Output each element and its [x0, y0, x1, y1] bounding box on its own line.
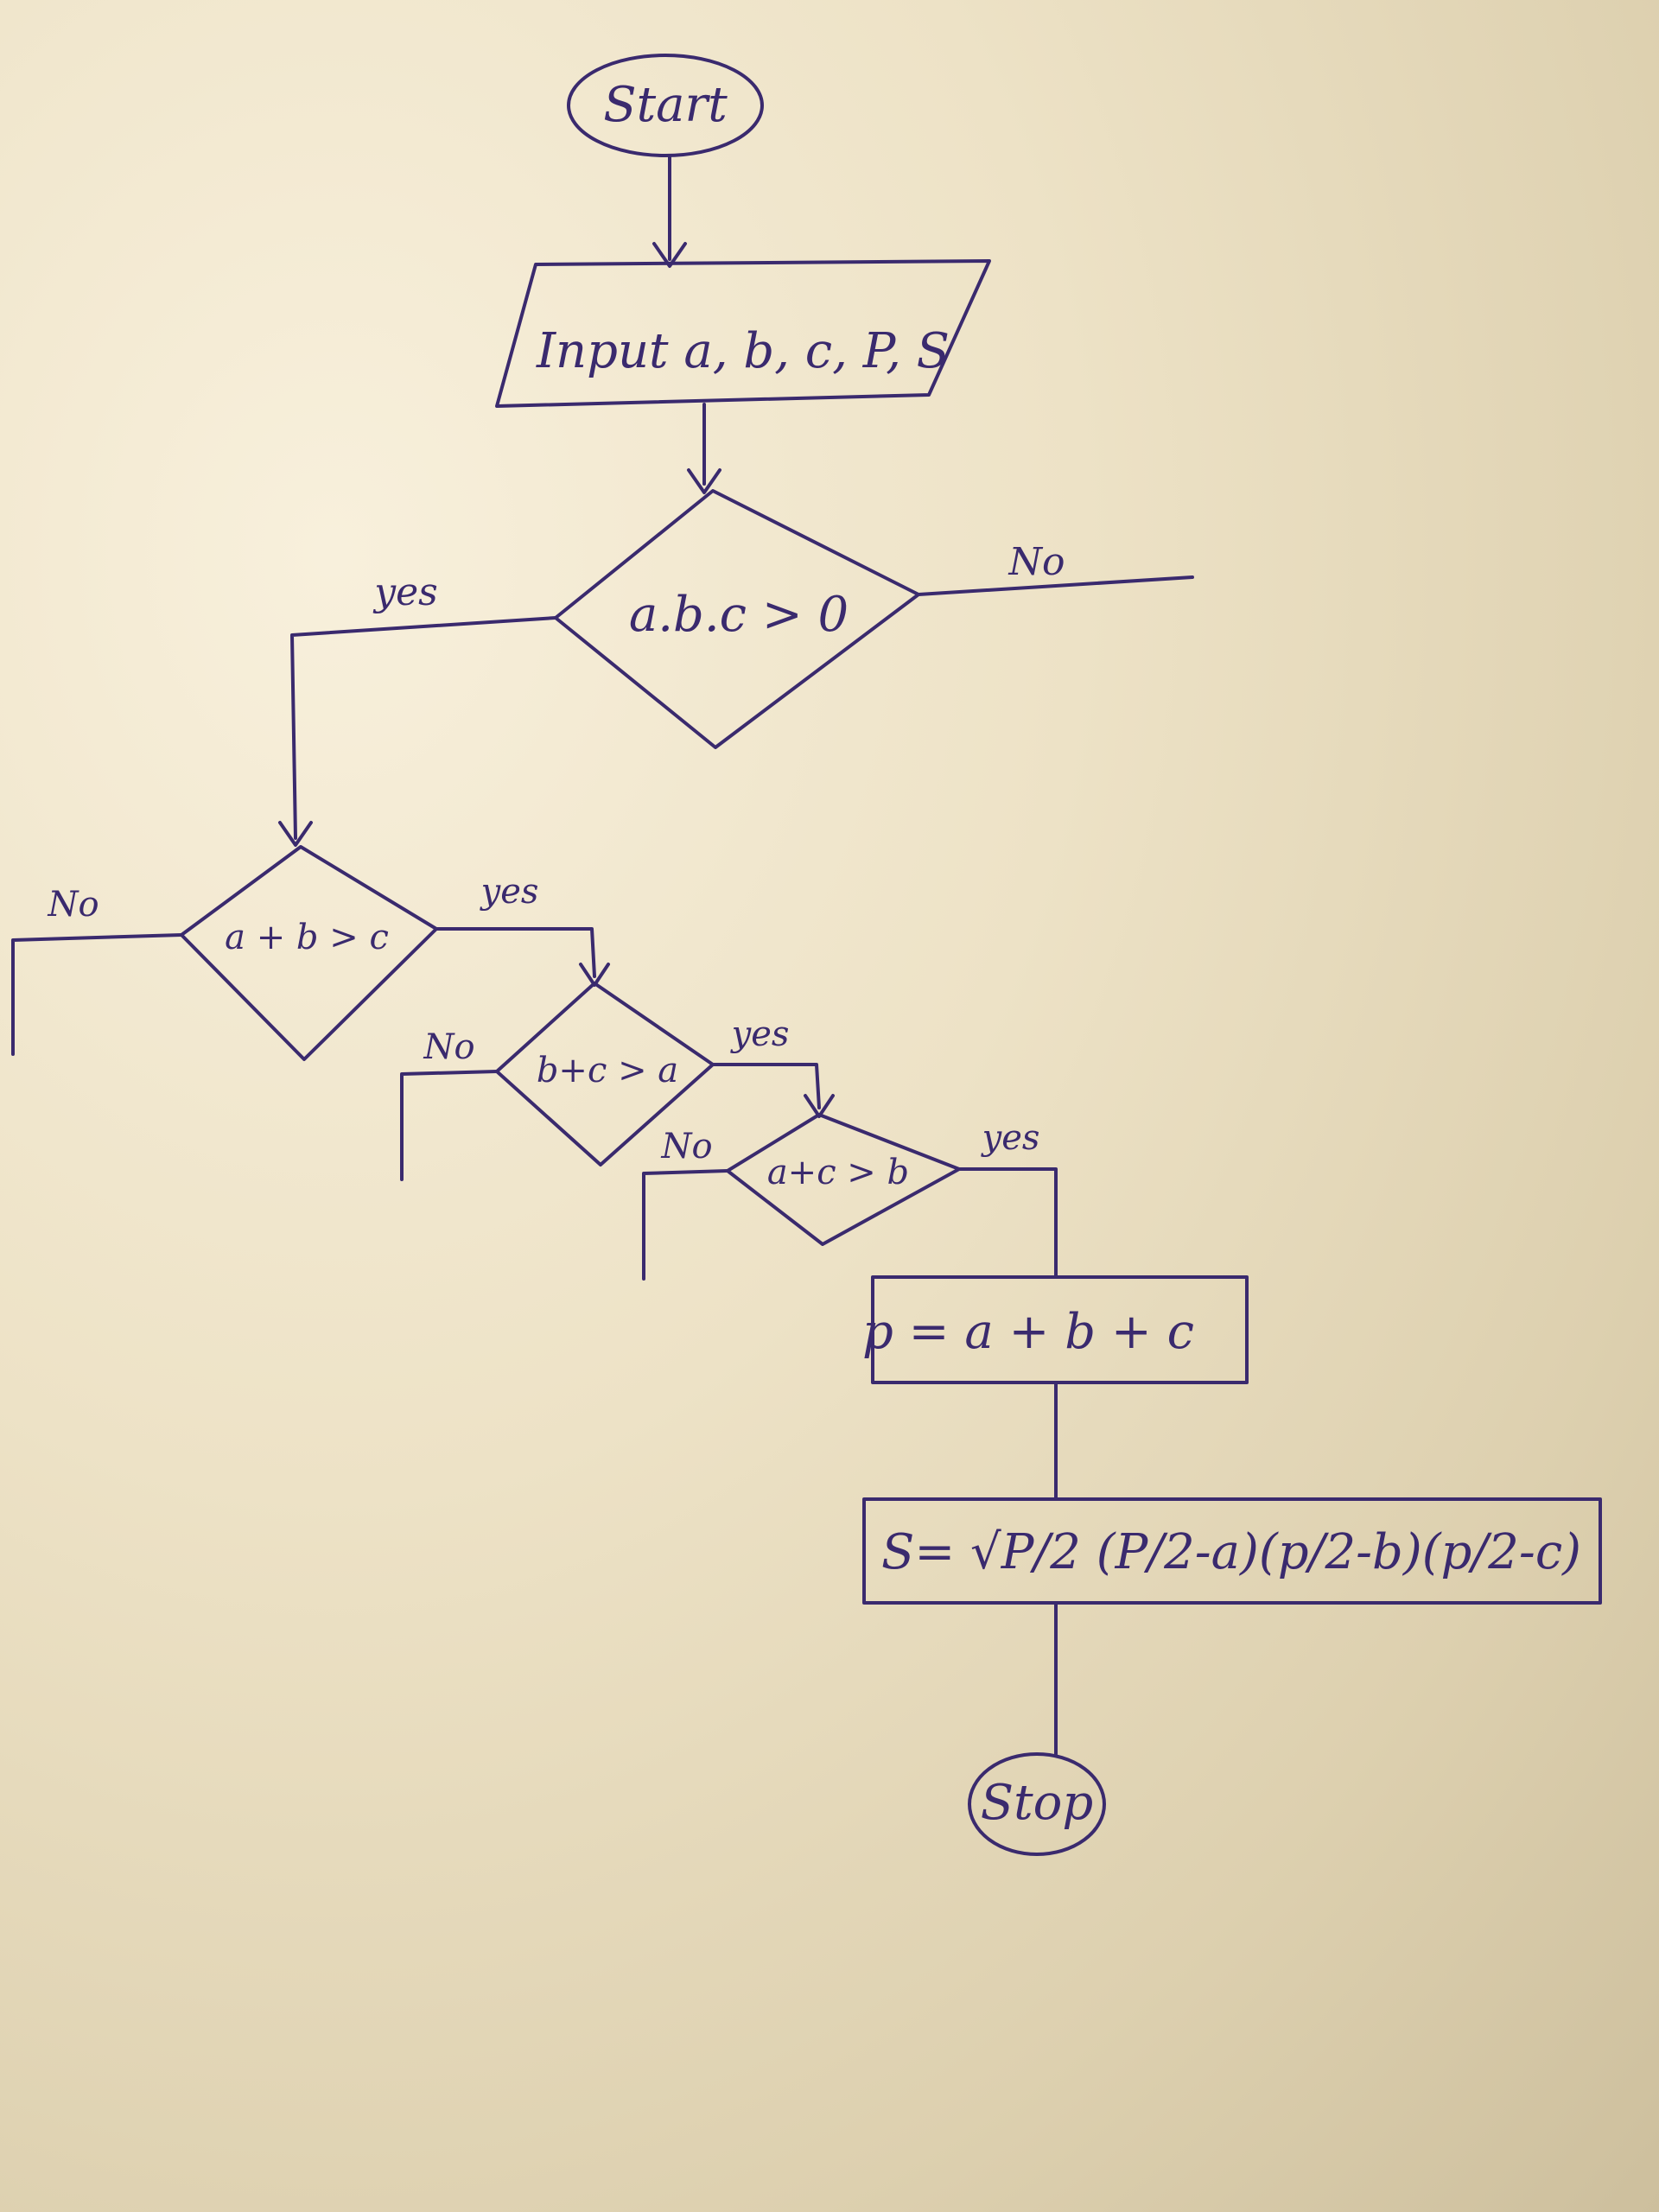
decision-ac-label: a+c > b: [767, 1153, 909, 1192]
connector-bc-yes: [711, 1063, 821, 1109]
branch-ac-yes: yes: [981, 1118, 1040, 1158]
branch-ac-no: No: [660, 1127, 712, 1166]
branch-bc-no: No: [423, 1027, 474, 1067]
start-node: Start: [567, 54, 764, 157]
connector-positive-yes: [290, 616, 557, 840]
process-p-label: p = a + b + c: [862, 1304, 1194, 1360]
branch-positive-yes: yes: [372, 570, 437, 614]
connector-positive-no: [917, 575, 1194, 596]
decision-positive-label: a.b.c > 0: [629, 587, 849, 643]
branch-positive-no: No: [1008, 540, 1065, 584]
input-node: Input a, b, c, P, S: [495, 259, 991, 408]
stop-label: Stop: [981, 1775, 1093, 1831]
decision-ab-node: a + b > c: [180, 845, 438, 1061]
connector-ab-no: [11, 933, 183, 1056]
process-s-node: S= √P/2 (P/2-a)(p/2-b)(p/2-c): [862, 1497, 1602, 1605]
process-s-label: S= √P/2 (P/2-a)(p/2-b)(p/2-c): [881, 1524, 1581, 1580]
input-label: Input a, b, c, P, S: [536, 323, 950, 379]
decision-bc-node: b+c > a: [495, 982, 715, 1166]
branch-ab-yes: yes: [480, 872, 539, 912]
branch-bc-yes: yes: [730, 1014, 790, 1054]
start-label: Start: [603, 77, 728, 133]
arrowhead-input-decision: [687, 468, 721, 494]
stop-node: Stop: [968, 1752, 1106, 1856]
arrowhead-start-input: [652, 242, 687, 268]
decision-bc-label: b+c > a: [537, 1051, 678, 1090]
arrowhead-positive-yes: [278, 821, 313, 847]
decision-ab-label: a + b > c: [225, 918, 389, 957]
connector-ab-yes: [435, 927, 596, 978]
connector-bc-no: [400, 1070, 499, 1181]
connector-ac-yes: [957, 1167, 1058, 1279]
process-p-node: p = a + b + c: [862, 1275, 1249, 1384]
decision-positive-node: a.b.c > 0: [554, 489, 920, 749]
branch-ab-no: No: [47, 885, 99, 925]
connector-ac-no: [642, 1169, 729, 1281]
decision-ac-node: a+c > b: [726, 1113, 961, 1246]
